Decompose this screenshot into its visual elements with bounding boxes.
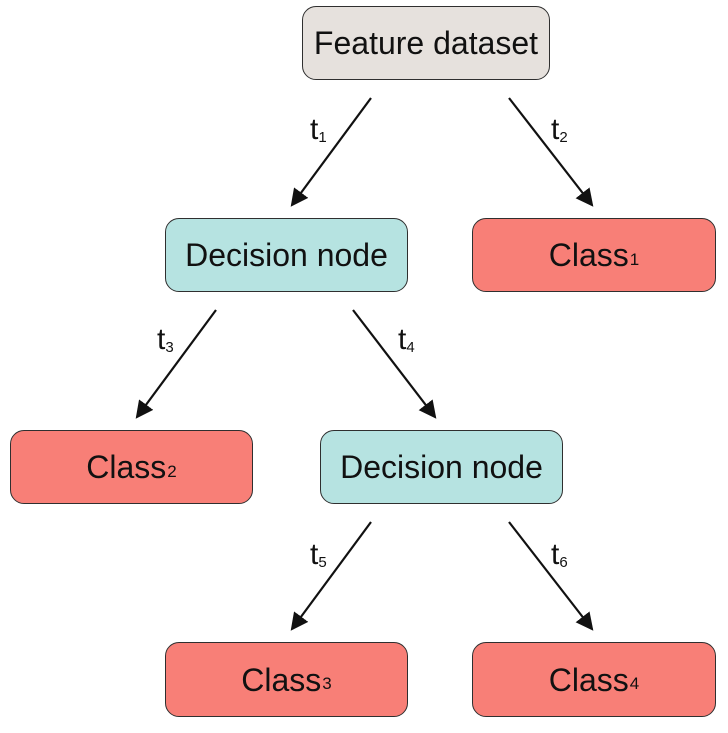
edge-label-t2-text: t [551, 113, 560, 146]
class-node-1-label: Class [548, 237, 629, 273]
edge-label-t1: t1 [310, 113, 327, 146]
edge-label-t1-text: t [310, 113, 319, 146]
edge-label-t2-subscript: 2 [559, 129, 568, 146]
edge-label-t6-text: t [551, 538, 560, 571]
edge-label-t4-subscript: 4 [406, 339, 415, 356]
decision-node-1-label: Decision node [185, 237, 388, 273]
edge-decision-1-to-decision-2 [352, 309, 437, 419]
class-node-4-label: Class [548, 661, 629, 698]
edge-decision-2-to-class-3 [290, 521, 372, 631]
class-node-3-subscript: 3 [322, 674, 332, 693]
class-node-2-subscript: 2 [167, 461, 177, 481]
edge-label-t3-text: t [157, 323, 166, 356]
root-node-label: Feature dataset [313, 25, 539, 61]
root-node-feature-dataset: Feature dataset [302, 6, 550, 80]
class-node-4-subscript: 4 [629, 674, 640, 693]
decision-node-1: Decision node [165, 218, 408, 292]
edge-label-t4-text: t [398, 323, 407, 356]
edge-label-t5-subscript: 5 [318, 554, 327, 571]
edge-label-t3: t3 [157, 323, 174, 356]
edge-decision-2-to-class-4 [508, 521, 594, 631]
edge-label-t3-subscript: 3 [165, 339, 174, 356]
edge-root-to-decision-1 [290, 97, 372, 207]
class-node-3-label: Class [241, 661, 322, 698]
edge-label-t6: t6 [551, 538, 568, 571]
edge-root-to-class-1 [508, 97, 594, 207]
edge-label-t1-subscript: 1 [318, 129, 327, 146]
decision-node-2-label: Decision node [340, 449, 543, 485]
edge-decision-1-to-class-2 [135, 309, 217, 419]
decision-node-2: Decision node [320, 430, 563, 504]
edge-label-t5: t5 [310, 538, 327, 571]
class-node-1-subscript: 1 [629, 249, 640, 269]
edge-label-t2: t2 [551, 113, 568, 146]
edge-label-t5-text: t [310, 538, 319, 571]
edge-label-t4: t4 [398, 323, 415, 356]
class-node-2-label: Class [86, 449, 167, 485]
edge-label-t6-subscript: 6 [559, 554, 568, 571]
